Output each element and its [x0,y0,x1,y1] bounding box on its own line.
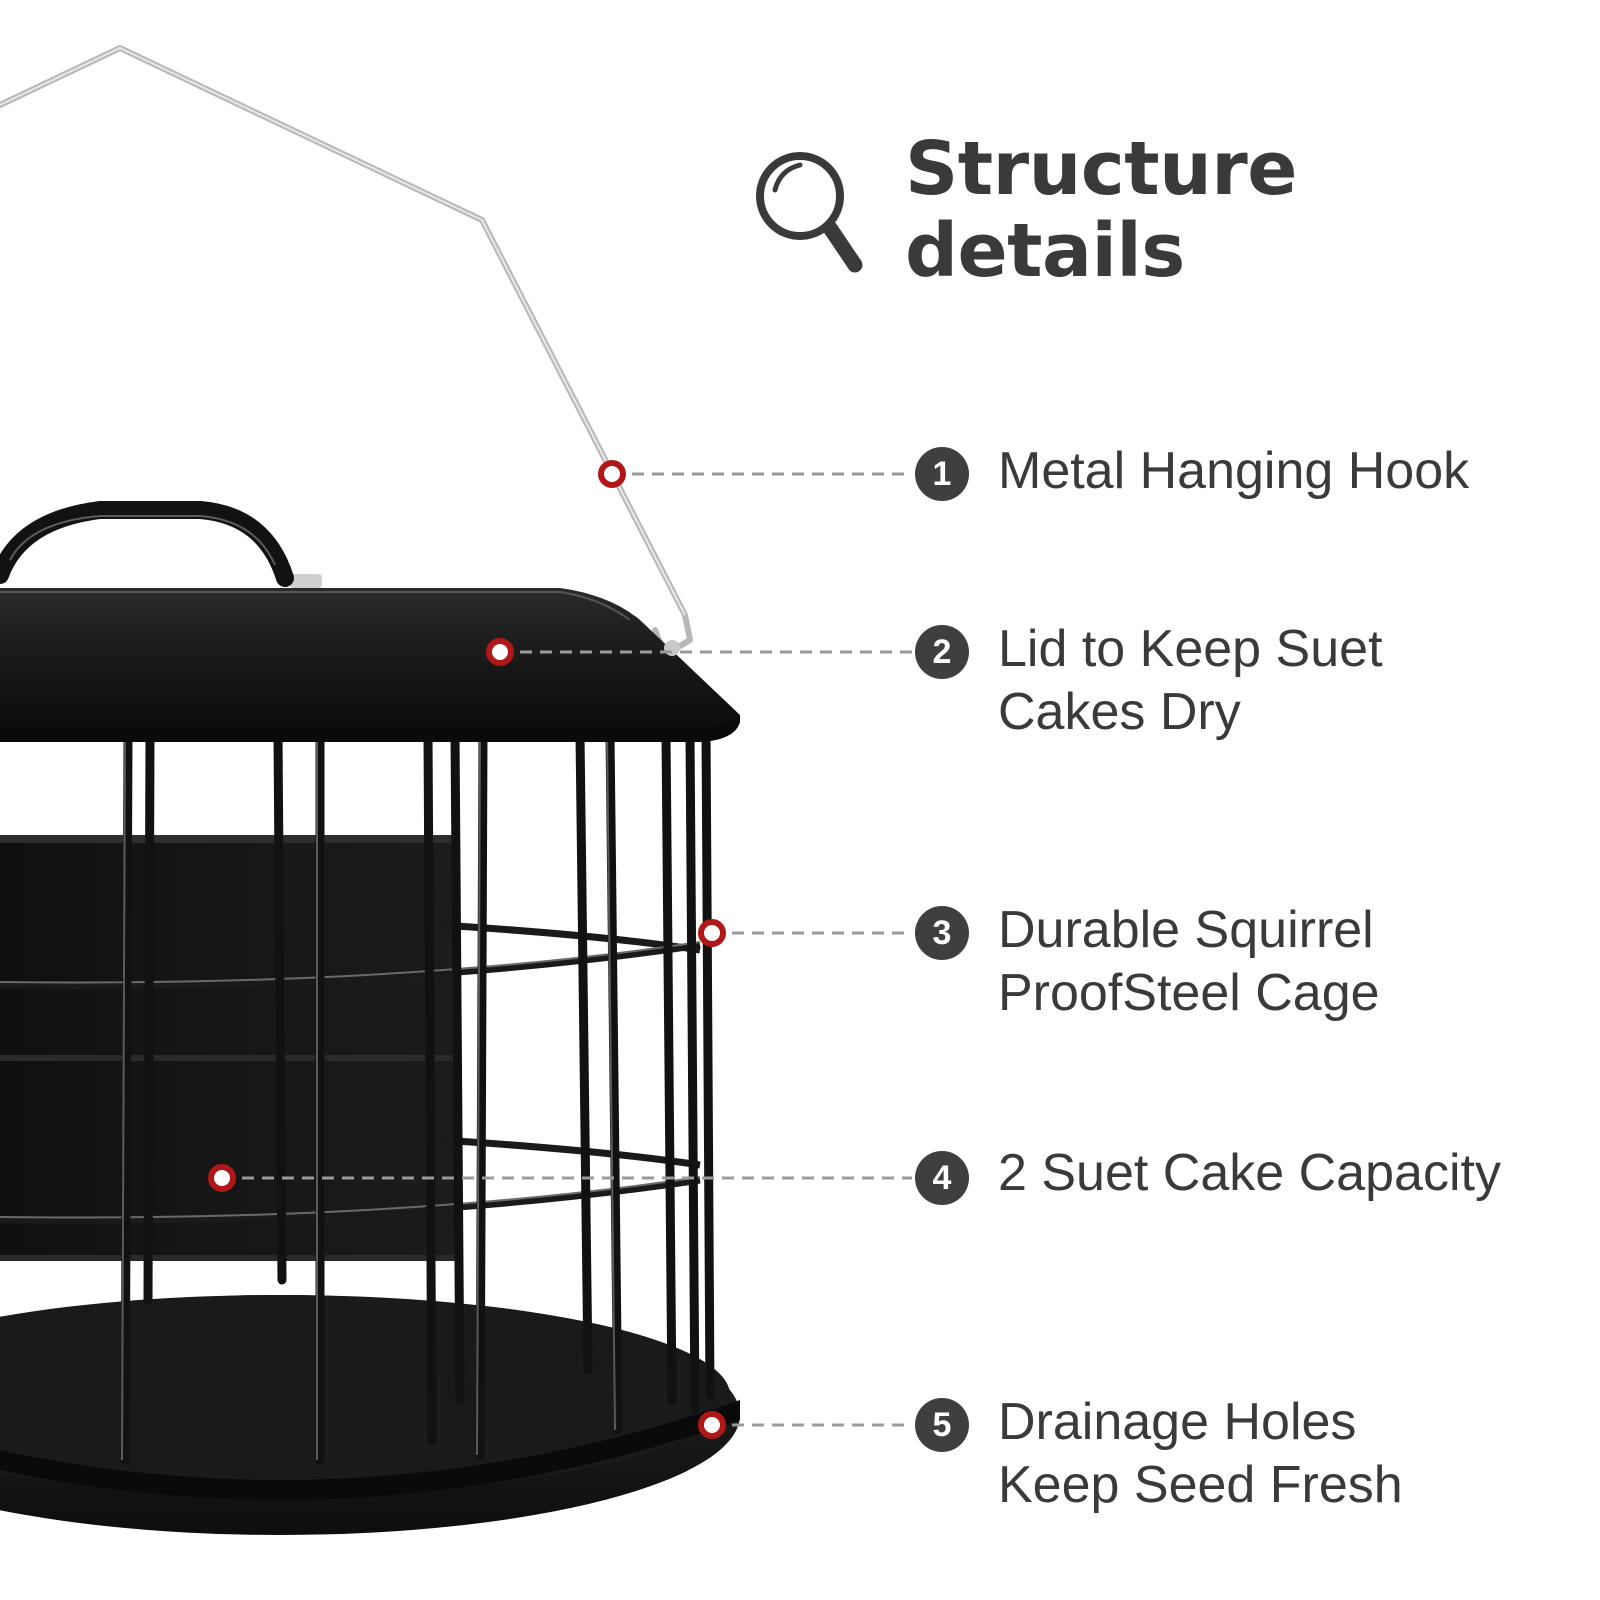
lid [0,574,740,742]
marker-3 [698,919,726,947]
feature-label-3: Durable Squirrel ProofSteel Cage [998,901,1380,1022]
feature-badge-4: 4 [915,1151,969,1205]
marker-5 [698,1411,726,1439]
leader-lines [222,472,912,1427]
feature-label-4: 2 Suet Cake Capacity [998,1144,1501,1202]
feature-badge-1: 1 [915,447,969,501]
hanging-hook [0,45,693,658]
drainage-tray [0,1295,740,1535]
title-line-1: Structure [905,126,1297,212]
feature-badge-2: 2 [915,625,969,679]
marker-4 [208,1164,236,1192]
lid-handle [0,501,294,587]
feature-label-1: Metal Hanging Hook [998,442,1470,500]
feature-label-2: Lid to Keep Suet Cakes Dry [998,620,1383,741]
marker-1 [598,460,626,488]
callout-markers [208,460,726,1439]
page-title: Structure details [905,128,1297,292]
feature-label-5: Drainage Holes Keep Seed Fresh [998,1393,1403,1514]
title-line-2: details [905,208,1185,294]
suet-cake-holder [0,835,455,1261]
magnifier-icon [756,152,863,273]
cage-bars [120,725,715,1465]
marker-2 [486,638,514,666]
feature-badge-3: 3 [915,906,969,960]
feature-badge-5: 5 [915,1398,969,1452]
